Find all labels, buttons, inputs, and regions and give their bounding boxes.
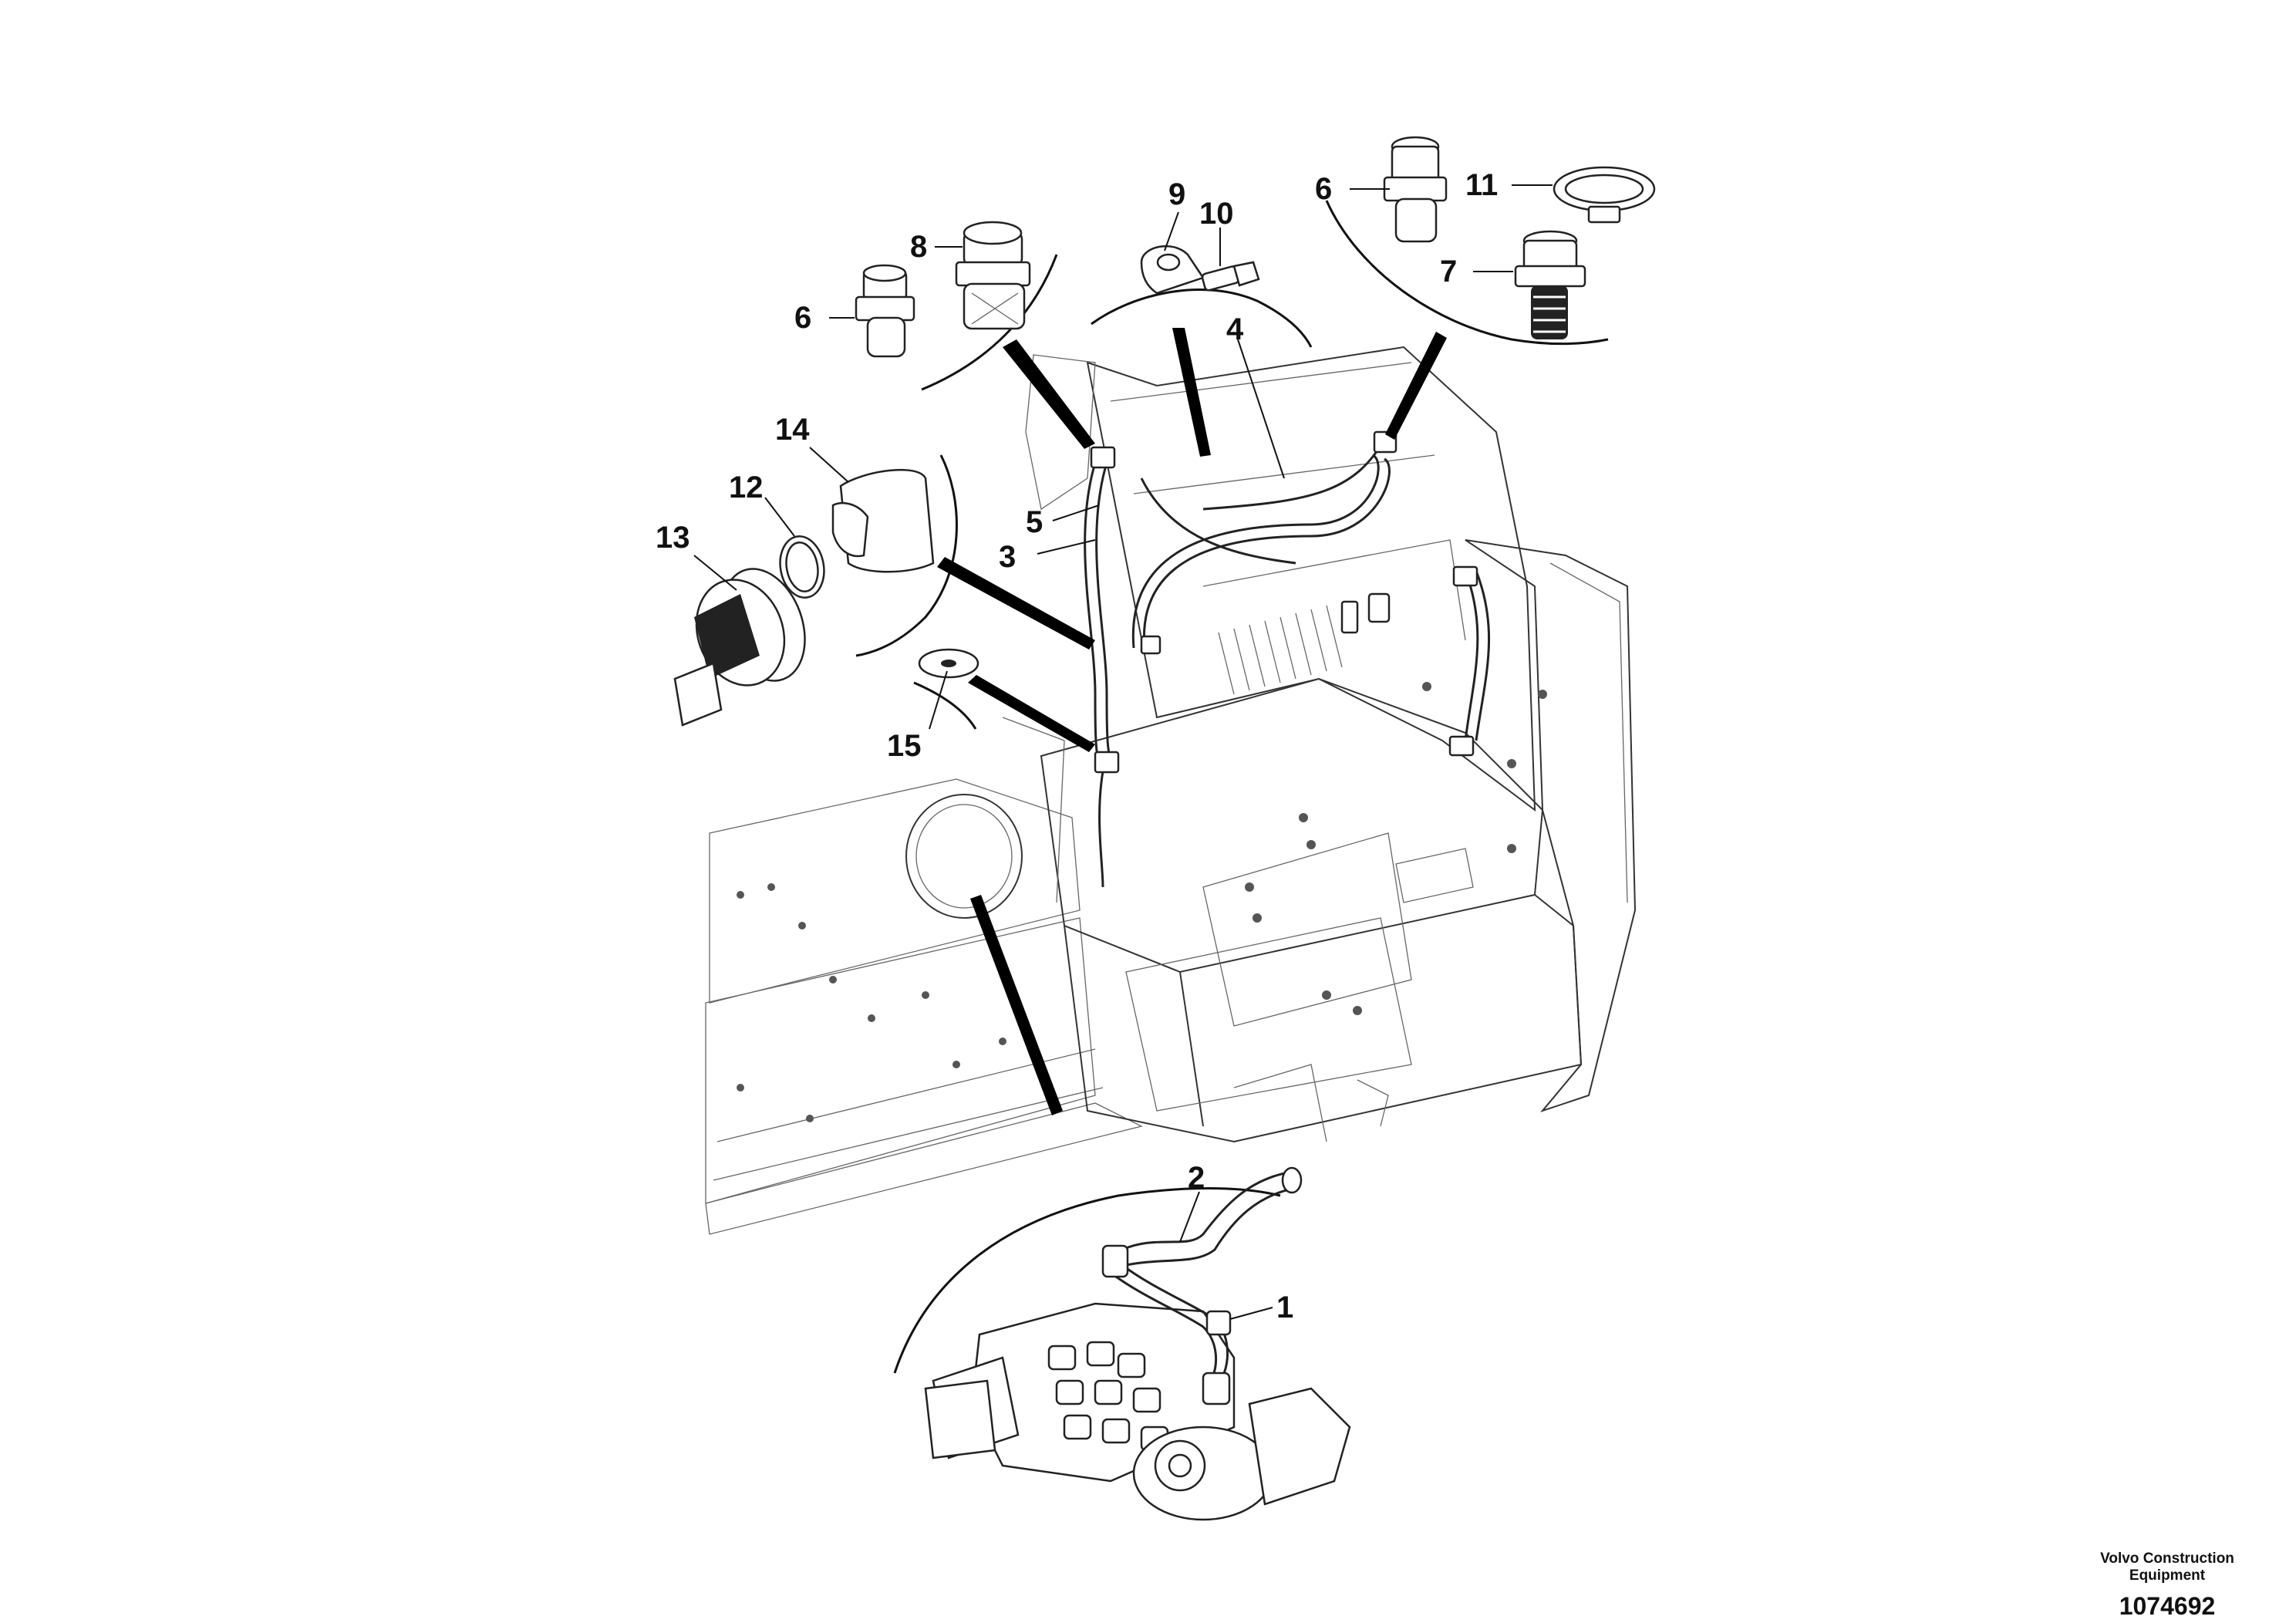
hose-2-and-1 (1101, 1166, 1303, 1405)
drawing-number: 1074692 (2119, 1592, 2216, 1620)
sleeve-14 (831, 468, 935, 573)
callout-7: 7 (1440, 255, 1457, 288)
callout-6: 6 (1315, 172, 1332, 206)
callout-5: 5 (1026, 505, 1043, 539)
bolt-10 (1201, 261, 1260, 292)
brand-block: Volvo Construction Equipment 1074692 (2075, 1550, 2260, 1623)
washer-15 (918, 648, 979, 679)
connector-13 (673, 568, 806, 727)
callout-3: 3 (999, 540, 1016, 574)
callout-6: 6 (794, 301, 811, 335)
callout-leaders (693, 184, 1553, 1320)
callout-15: 15 (887, 729, 922, 763)
fitting-6-left (855, 264, 915, 358)
hose-routing (1084, 430, 1491, 888)
callout-8: 8 (910, 230, 927, 264)
steering-unit (1132, 1387, 1351, 1521)
callout-labels: 1 2 3 4 5 6 6 7 8 9 10 11 12 13 14 15 (656, 168, 1498, 1324)
company-name-line1: Volvo Construction (2100, 1550, 2234, 1567)
machine-frame (705, 346, 1637, 1235)
callout-13: 13 (656, 521, 690, 555)
callout-1: 1 (1276, 1291, 1293, 1324)
hose-clamp-11 (1553, 166, 1656, 224)
fitting-6-right (1383, 136, 1448, 243)
adapter-8 (955, 221, 1031, 330)
callout-4: 4 (1226, 312, 1244, 346)
o-ring-12 (779, 535, 825, 599)
clamp-9 (1140, 245, 1205, 295)
callout-10: 10 (1199, 197, 1234, 231)
company-name-line2: Equipment (2129, 1567, 2206, 1584)
callout-9: 9 (1168, 177, 1185, 211)
callout-12: 12 (729, 471, 764, 504)
callout-14: 14 (775, 413, 810, 447)
callout-2: 2 (1188, 1161, 1205, 1195)
detail-pointers (937, 328, 1447, 1115)
hose-nipple-7 (1514, 230, 1586, 339)
detail-arcs (855, 200, 1609, 1374)
callout-11: 11 (1465, 168, 1498, 202)
